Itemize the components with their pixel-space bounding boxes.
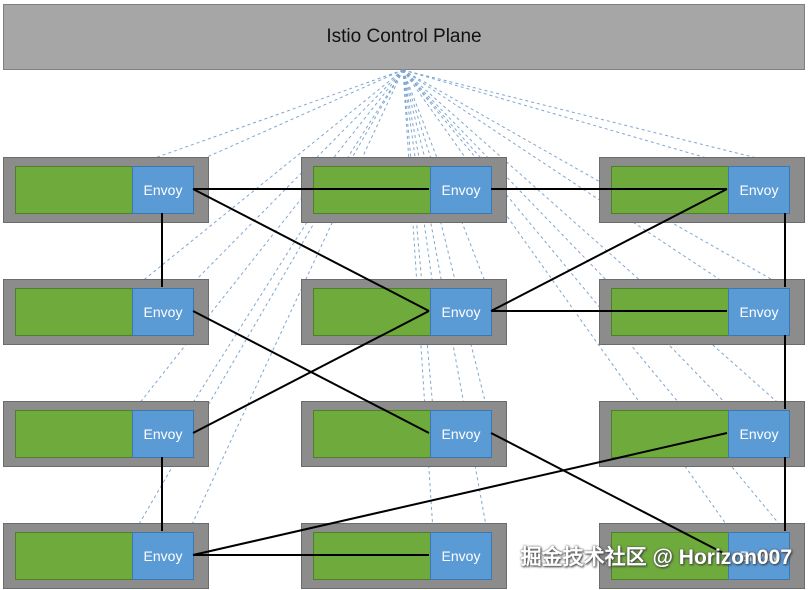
envoy-proxy: Envoy	[728, 410, 790, 458]
control-plane-link	[188, 69, 404, 532]
mesh-link	[490, 188, 728, 312]
envoy-proxy: Envoy	[430, 532, 492, 580]
service-container	[15, 288, 133, 336]
pod-r1c1: Envoy	[3, 157, 209, 223]
pod-r4c2: Envoy	[301, 523, 507, 589]
pod-r2c2: Envoy	[301, 279, 507, 345]
pod-r1c3: Envoy	[599, 157, 805, 223]
envoy-proxy: Envoy	[430, 288, 492, 336]
service-container	[313, 410, 431, 458]
pod-r4c3: Envoy	[599, 523, 805, 589]
control-plane-link	[402, 69, 434, 410]
mesh-link	[192, 310, 430, 434]
control-plane-link	[402, 69, 732, 410]
control-plane-label: Istio Control Plane	[326, 26, 482, 47]
envoy-proxy: Envoy	[430, 166, 492, 214]
mesh-link	[192, 188, 430, 312]
control-plane-link	[402, 69, 732, 166]
service-container	[15, 532, 133, 580]
pod-r2c1: Envoy	[3, 279, 209, 345]
envoy-proxy: Envoy	[132, 166, 194, 214]
envoy-proxy: Envoy	[728, 166, 790, 214]
control-plane-link	[402, 69, 786, 410]
envoy-proxy: Envoy	[728, 532, 790, 580]
mesh-link	[192, 432, 728, 556]
service-container	[611, 410, 729, 458]
envoy-proxy: Envoy	[132, 288, 194, 336]
control-plane-link	[402, 69, 786, 288]
control-plane-link	[134, 69, 404, 166]
control-plane-link	[134, 69, 404, 410]
pod-r3c2: Envoy	[301, 401, 507, 467]
control-plane-link	[188, 69, 404, 410]
watermark: 掘金技术社区 @ Horizon007	[520, 546, 792, 569]
service-container	[15, 410, 133, 458]
envoy-proxy: Envoy	[728, 288, 790, 336]
control-plane-link	[402, 69, 732, 532]
service-container	[611, 532, 729, 580]
service-container	[313, 288, 431, 336]
control-plane-link	[402, 69, 488, 410]
mesh-link	[490, 432, 728, 556]
service-container	[15, 166, 133, 214]
pod-r3c3: Envoy	[599, 401, 805, 467]
control-plane-link	[402, 69, 434, 166]
pod-r4c1: Envoy	[3, 523, 209, 589]
istio-control-plane: Istio Control Plane	[3, 4, 805, 70]
control-plane-link	[188, 69, 404, 288]
